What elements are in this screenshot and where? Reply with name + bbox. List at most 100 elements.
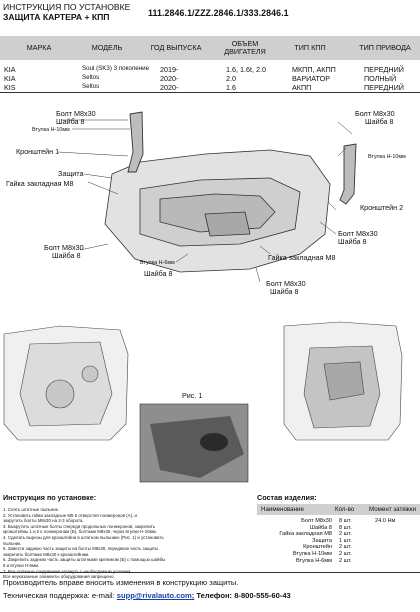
instruction-step: закрутить болты М8х30 на 2-3 оборота. [3,518,84,524]
instructions-list: 1. Снять штатные пыльник.2. Установить г… [3,507,243,580]
parts-cell: 2 шт. [339,551,352,557]
instruction-step: Все неуказанные элементы оборудования за… [3,574,115,580]
label-bolt-left-low: Болт М8х30 [44,243,84,252]
vehicle-cell: ПОЛНЫЙ [364,74,397,83]
label-figure-1: Рис. 1 [182,391,202,400]
instruction-step: 1. Снять штатные пыльник. [3,507,59,512]
part-numbers: 111.2846.1/ZZZ.2846.1/333.2846.1 [148,8,289,18]
guard-plate-drawing [104,149,331,273]
parts-cell: Кронштейн [303,544,332,551]
col-gearbox: ТИП КПП [294,43,326,53]
instruction-step: 2. Установить гайки закладные М8 в отвер… [3,512,137,518]
label-bolt-top-left: Болт М8х30 [56,109,96,118]
vehicle-cell: 2020- [160,83,179,92]
parts-row: Втулка Н-6мм 2 шт. [257,558,420,565]
vehicle-cell: KIA [4,65,16,74]
vehicle-cell: Seltos [82,74,100,81]
instruction-step: кронштейны 1 и 2 к лонжеронам (Б), болта… [3,529,157,535]
leader-lines [57,119,353,283]
instruction-step: пыльник. [3,540,22,546]
label-bushing-right: Втулка Н-10мм [368,154,406,160]
label-washer-mid-right: Шайба 8 [338,237,367,246]
label-bolt-bottom: Болт М8х30 [266,279,306,288]
footer-disclaimer: Производитель вправе вносить изменения в… [3,578,239,587]
vehicle-row: KIA Seltos 2020- 2.0 ВАРИАТОР ПОЛНЫЙ [0,73,420,84]
car-underside-right [283,321,403,441]
vehicle-cell: ПЕРЕДНИЙ [364,65,404,74]
vehicle-cell: 1.6 [226,83,236,92]
label-washer-low: Шайба 8 [144,269,173,278]
parts-cell: Защита [312,537,332,544]
vehicle-cell: ПЕРЕДНИЙ [364,83,404,92]
col-year: ГОД ВЫПУСКА [150,43,202,53]
parts-row: Болт М8х30 8 шт. 24.0 Нм [257,518,420,525]
instruction-step: 7. Все штатные соединения затянуть с нео… [3,569,243,575]
vehicle-cell: KIS [4,83,16,92]
vehicle-cell: МКПП, АКПП [292,65,336,74]
parts-table-header: Наименование Кол-во Момент затяжки [257,504,420,515]
instruction-step: 5. Завести заднюю часть защиты на болты … [3,546,159,552]
label-washer-top-left: Шайба 8 [56,117,85,126]
label-bolt-mid-right: Болт М8х30 [338,229,378,238]
instruction-step: 6. Закрепить заднюю часть защиты штатным… [3,557,166,563]
parts-row: Гайка закладная М8 2 шт. [257,531,420,538]
col-brand: МАРКА [26,43,52,53]
doc-title: ИНСТРУКЦИЯ ПО УСТАНОВКЕ ЗАЩИТА КАРТЕРА +… [3,2,130,22]
parts-title: Состав изделия: [257,493,317,502]
vehicle-cell: KIA [4,74,16,83]
label-nut-right: Гайка закладная М8 [268,253,336,262]
instruction-step: 3. Выкрутить штатные болты спереди продо… [3,523,156,529]
support-email-link[interactable]: supp@rivalauto.com; [116,591,195,600]
vehicle-cell: ВАРИАТОР [292,74,330,83]
parts-row: Защита 1 шт. [257,538,420,545]
parts-cell: Втулка Н-10мм [292,551,332,557]
parts-col-qty: Кол-во [335,506,355,513]
parts-cell: Гайка закладная М8 [279,531,332,538]
parts-col-name: Наименование [261,506,304,513]
parts-cell: 24.0 Нм [375,518,396,524]
vehicle-table-header: МАРКА МОДЕЛЬ ГОД ВЫПУСКА ОБЪЕМ ДВИГАТЕЛЯ… [0,36,420,60]
label-washer-left-low: Шайба 8 [52,251,81,260]
label-bracket-1: Кронштейн 1 [16,147,59,156]
parts-cell: 2 шт. [339,531,352,538]
parts-row: Втулка Н-10мм 2 шт. [257,551,420,558]
bracket-drawings [127,111,357,205]
parts-cell: Шайба 8 [309,524,332,531]
label-washer-top-right: Шайба 8 [365,117,394,126]
vehicle-cell: 1.6, 1.6t, 2.0 [226,65,266,74]
title-line-1: ИНСТРУКЦИЯ ПО УСТАНОВКЕ [3,2,131,12]
parts-cell: 8 шт. [339,524,352,531]
title-line-2: ЗАЩИТА КАРТЕРА + КПП [3,12,110,22]
vehicle-cell: Soul (SK3) 3 поколение [82,65,150,72]
instructions-title: Инструкция по установке: [3,493,97,502]
support-phone: Телефон: 8-800-555-60-43 [194,591,291,600]
instruction-step: закрепить болтами М8х30 к кронштейнам. [3,551,90,557]
label-bushing-low: Втулка Н-6мм [140,260,175,266]
parts-cell: 2 шт. [339,557,352,564]
parts-cell: Болт М8х30 [301,518,332,524]
support-prefix: Техническая поддержка: e-mail: [3,591,117,600]
instruction-step: 8 и втулки Н-6мм. [3,562,40,568]
parts-cell: Втулка Н-6мм [295,557,332,564]
parts-col-torque: Момент затяжки [369,506,416,513]
label-washer-bottom: Шайба 8 [270,287,299,296]
label-bushing-left: Втулка Н-10мм [32,127,70,133]
vehicle-cell: АКПП [292,83,312,92]
figure-1-photo [139,403,249,483]
label-nut-left: Гайка закладная М8 [6,179,74,188]
footer-divider [0,572,420,573]
footer-support: Техническая поддержка: e-mail: supp@riva… [3,591,291,600]
vehicle-cell: 2.0 [226,74,236,83]
col-engine: ОБЪЕМ ДВИГАТЕЛЯ [224,39,266,56]
car-underside-left [3,325,129,441]
vehicle-cell: 2019- [160,65,179,74]
label-bracket-2: Кронштейн 2 [360,203,403,212]
col-model: МОДЕЛЬ [91,43,123,53]
col-drive: ТИП ПРИВОДА [359,43,411,53]
parts-row: Шайба 8 8 шт. [257,525,420,532]
parts-cell: 1 шт. [339,537,352,544]
vehicle-cell: 2020- [160,74,179,83]
parts-cell: 8 шт. [339,518,352,524]
